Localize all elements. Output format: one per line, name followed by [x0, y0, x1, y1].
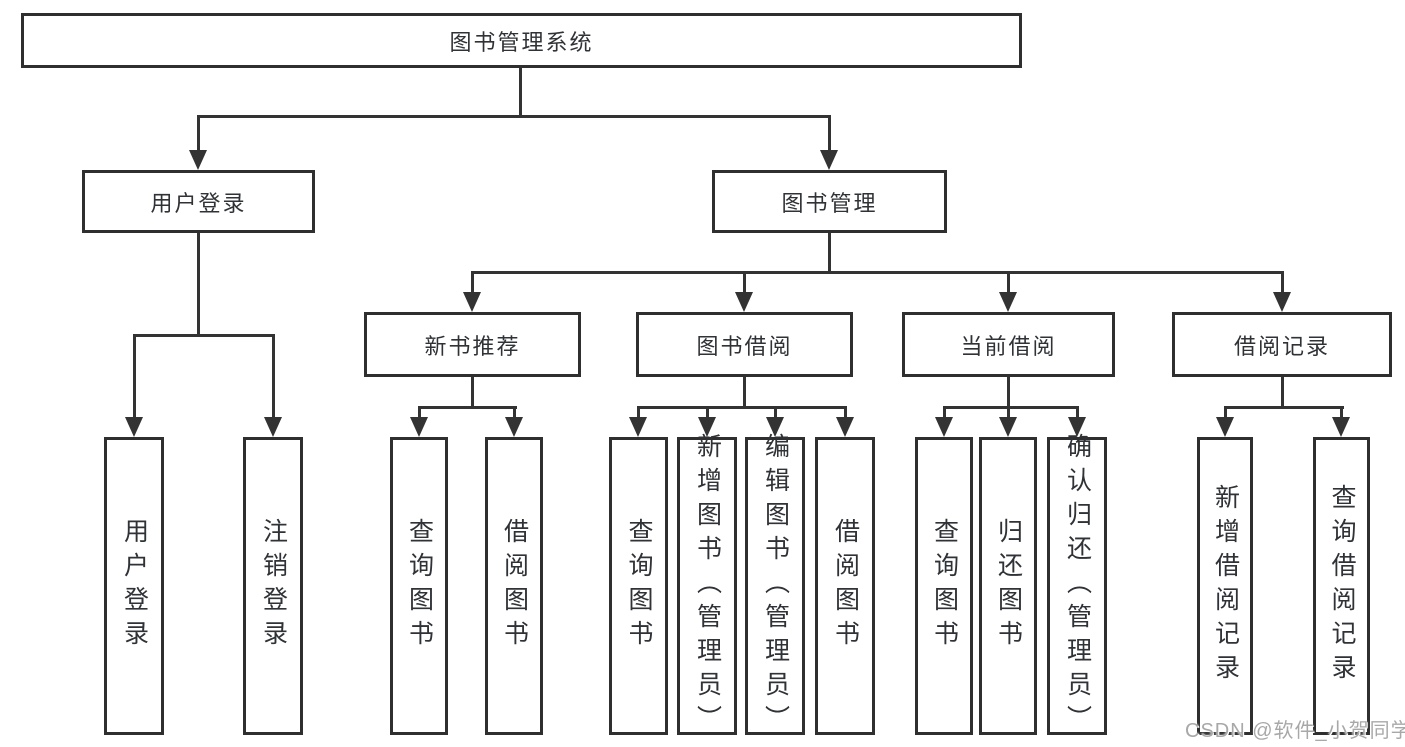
csdn-watermark: CSDN @软件_小贺同学 — [1185, 720, 1405, 742]
connector-line — [133, 334, 275, 337]
leaf-label: 借阅图书 — [500, 518, 529, 654]
leaf-add-books-admin: 新增图书（管理员） — [677, 433, 737, 739]
leaf-label: 查询借阅记录 — [1328, 484, 1356, 688]
arrowhead-icon — [820, 150, 838, 170]
leaf-label: 新增图书（管理员） — [693, 433, 722, 739]
connector-line — [197, 233, 200, 335]
node-borrowing-records: 借阅记录 — [1172, 312, 1392, 377]
connector-line — [418, 406, 517, 409]
arrowhead-icon — [410, 417, 428, 437]
connector-line — [637, 409, 640, 419]
leaf-borrow-books: 借阅图书 — [815, 437, 875, 735]
connector-line — [513, 409, 516, 419]
arrowhead-icon — [189, 150, 207, 170]
connector-line — [1224, 409, 1227, 419]
node-current-borrowing: 当前借阅 — [902, 312, 1115, 377]
leaf-user-login: 用户登录 — [104, 437, 164, 735]
node-book-management: 图书管理 — [712, 170, 947, 233]
leaf-query-books-recommend: 查询图书 — [390, 437, 448, 735]
connector-line — [1007, 274, 1010, 294]
connector-line — [637, 406, 847, 409]
leaf-label: 归还图书 — [994, 518, 1023, 654]
node-library-management-system: 图书管理系统 — [21, 13, 1022, 68]
node-label: 图书借阅 — [696, 333, 793, 359]
arrowhead-icon — [629, 417, 647, 437]
connector-line — [519, 68, 522, 116]
connector-line — [1076, 409, 1079, 419]
arrowhead-icon — [698, 417, 716, 437]
leaf-edit-books-admin: 编辑图书（管理员） — [745, 433, 805, 739]
arrowhead-icon — [1216, 417, 1234, 437]
connector-line — [272, 337, 275, 418]
arrowhead-icon — [1332, 417, 1350, 437]
leaf-logout: 注销登录 — [243, 437, 303, 735]
connector-line — [197, 118, 200, 152]
arrowhead-icon — [264, 417, 282, 437]
node-label: 图书管理 — [781, 190, 878, 216]
connector-line — [943, 406, 1079, 409]
connector-line — [706, 409, 709, 419]
leaf-label: 借阅图书 — [831, 518, 860, 654]
node-book-borrowing: 图书借阅 — [636, 312, 853, 377]
leaf-add-borrow-record: 新增借阅记录 — [1197, 437, 1253, 735]
leaf-label: 查询图书 — [405, 518, 434, 654]
connector-line — [1340, 409, 1343, 419]
connector-line — [418, 409, 421, 419]
leaf-query-books-borrow: 查询图书 — [609, 437, 668, 735]
leaf-confirm-return-admin: 确认归还（管理员） — [1047, 433, 1107, 739]
node-label: 借阅记录 — [1233, 333, 1330, 359]
node-label: 图书管理系统 — [449, 29, 594, 55]
connector-line — [1224, 406, 1344, 409]
connector-line — [743, 377, 746, 408]
arrowhead-icon — [735, 292, 753, 312]
connector-line — [471, 271, 1284, 274]
connector-line — [743, 274, 746, 294]
leaf-label: 新增借阅记录 — [1211, 484, 1240, 688]
node-label: 当前借阅 — [960, 333, 1057, 359]
connector-line — [828, 118, 831, 152]
arrowhead-icon — [1068, 417, 1086, 437]
connector-line — [774, 409, 777, 419]
connector-line — [943, 409, 946, 419]
connector-line — [1007, 377, 1010, 408]
leaf-label: 查询图书 — [930, 518, 959, 654]
arrowhead-icon — [463, 292, 481, 312]
arrowhead-icon — [766, 417, 784, 437]
node-label: 用户登录 — [150, 190, 247, 216]
leaf-label: 编辑图书（管理员） — [761, 433, 790, 739]
connector-line — [1281, 274, 1284, 294]
arrowhead-icon — [505, 417, 523, 437]
node-new-book-recommend: 新书推荐 — [364, 312, 581, 377]
connector-line — [197, 115, 831, 118]
connector-line — [844, 409, 847, 419]
leaf-label: 查询图书 — [625, 518, 653, 654]
arrowhead-icon — [125, 417, 143, 437]
leaf-query-borrow-record: 查询借阅记录 — [1313, 437, 1370, 735]
connector-line — [1281, 377, 1284, 408]
connector-line — [1007, 409, 1010, 419]
leaf-query-books-current: 查询图书 — [915, 437, 973, 735]
connector-line — [471, 274, 474, 294]
leaf-label: 确认归还（管理员） — [1063, 433, 1092, 739]
node-user-login: 用户登录 — [82, 170, 315, 233]
leaf-borrow-books-recommend: 借阅图书 — [485, 437, 543, 735]
connector-line — [828, 233, 831, 272]
node-label: 新书推荐 — [424, 333, 521, 359]
arrowhead-icon — [999, 417, 1017, 437]
leaf-return-books: 归还图书 — [979, 437, 1037, 735]
arrowhead-icon — [1273, 292, 1291, 312]
arrowhead-icon — [836, 417, 854, 437]
leaf-label: 注销登录 — [259, 518, 288, 654]
arrowhead-icon — [935, 417, 953, 437]
connector-line — [471, 377, 474, 408]
connector-line — [133, 337, 136, 418]
arrowhead-icon — [999, 292, 1017, 312]
leaf-label: 用户登录 — [120, 518, 149, 654]
